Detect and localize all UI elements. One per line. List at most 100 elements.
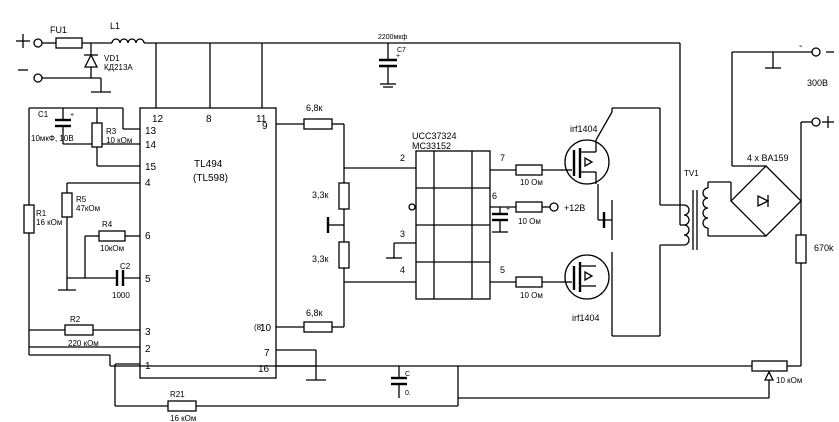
plus-terminal[interactable] bbox=[33, 38, 43, 48]
r5-value: 47кОм bbox=[76, 204, 100, 213]
resistor-r3 bbox=[91, 122, 103, 148]
bridge-label: 4 x BA159 bbox=[747, 153, 789, 163]
c7-plus: + bbox=[396, 53, 400, 60]
resistor-r5 bbox=[61, 192, 73, 218]
resistor-gate-bottom bbox=[515, 276, 543, 288]
c2-ref: C2 bbox=[120, 262, 131, 271]
pin-9: 9 bbox=[262, 121, 268, 132]
output-section: - 300В 670k bbox=[731, 41, 834, 367]
input-section: FU1 L1 VD1 КД213А bbox=[16, 21, 680, 93]
supply-12v-label: +12В bbox=[564, 203, 585, 213]
resistor-12v bbox=[515, 201, 543, 213]
pin-15: 15 bbox=[145, 162, 157, 173]
r68k-bottom-value: 6,8к bbox=[306, 308, 323, 318]
ic-note: (8) bbox=[254, 323, 264, 332]
gate-bottom-value: 10 Ом bbox=[520, 291, 543, 300]
capacitor-c7: + 2200мкф C7 bbox=[378, 34, 407, 88]
r4-ref: R4 bbox=[102, 220, 113, 229]
driver-name: UCC37324 bbox=[412, 131, 457, 141]
driver-pin-6: 6 bbox=[492, 191, 497, 201]
c2-value: 1000 bbox=[112, 291, 130, 300]
r1-ref: R1 bbox=[36, 209, 47, 218]
pin-4: 4 bbox=[145, 178, 151, 189]
mosfet-bottom: irf1404 bbox=[560, 254, 610, 323]
r2-value: 220 кОм bbox=[68, 339, 99, 348]
r21-value: 16 кОм bbox=[170, 414, 196, 422]
cap-c-value: 0. bbox=[405, 390, 411, 397]
output-voltage: 300В bbox=[807, 78, 828, 88]
cap12-value: 10 Ом bbox=[518, 217, 541, 226]
minus-terminal[interactable] bbox=[33, 73, 43, 83]
pin-13: 13 bbox=[145, 126, 157, 137]
resistor-r1 bbox=[23, 204, 35, 234]
mosfet-top-label: irf1404 bbox=[570, 124, 598, 134]
r68k-top-value: 6,8к bbox=[306, 103, 323, 113]
tl494-ic: TL494 (TL598) (8) 12 8 11 13 14 15 4 6 5… bbox=[139, 107, 277, 379]
r21-ref: R21 bbox=[170, 390, 185, 399]
resistor-r2 bbox=[64, 324, 94, 336]
left-network: + C1 10мкФ, 10В R3 10 кОм R5 47кОм R4 10… bbox=[23, 107, 140, 348]
gate-top-value: 10 Ом bbox=[520, 178, 543, 187]
r33k-bottom-value: 3,3к bbox=[312, 254, 329, 264]
fuse-fu1 bbox=[55, 37, 83, 49]
driver-pin-2: 2 bbox=[400, 153, 405, 163]
out-minus-sign: - bbox=[799, 41, 802, 52]
r3-value: 10 кОм bbox=[106, 136, 132, 145]
ic-name: TL494 bbox=[194, 159, 223, 170]
mosfet-bottom-label: irf1404 bbox=[572, 313, 600, 323]
terminal-12v[interactable] bbox=[549, 202, 559, 212]
resistor-gate-top bbox=[515, 164, 543, 176]
mosfet-top: irf1404 bbox=[560, 108, 613, 185]
r3-ref: R3 bbox=[106, 127, 117, 136]
output-plus-terminal[interactable] bbox=[811, 117, 821, 127]
resistor-6k8-bottom bbox=[303, 321, 333, 333]
resistor-670k bbox=[795, 234, 807, 264]
pin-16: 16 bbox=[258, 364, 270, 375]
pin-6: 6 bbox=[145, 231, 151, 242]
pin-12: 12 bbox=[152, 114, 164, 125]
c1-value: 10мкФ, 10В bbox=[31, 134, 74, 143]
r1-value: 16 кОм bbox=[36, 218, 62, 227]
diode-vd1 bbox=[83, 53, 99, 68]
driver-pin-7: 7 bbox=[500, 153, 505, 163]
resistor-r4 bbox=[98, 230, 126, 242]
divider-network: 6,8к 3,3к 3,3к 6,8к bbox=[276, 103, 416, 333]
cap-c-ref: C bbox=[405, 371, 410, 378]
pot-value: 10 кОм bbox=[776, 376, 802, 385]
c1-ref: C1 bbox=[38, 110, 49, 119]
cap12-plus: + bbox=[506, 206, 510, 213]
gate-drive: 10 Ом 10 Ом +12В + 10 Ом bbox=[490, 164, 585, 300]
driver-alt: MC33152 bbox=[412, 141, 451, 151]
driver-pin-4: 4 bbox=[400, 265, 405, 275]
r2-ref: R2 bbox=[70, 315, 81, 324]
r33k-top-value: 3,3к bbox=[312, 190, 329, 200]
ic-alt: (TL598) bbox=[193, 173, 228, 184]
driver-ic: UCC37324 MC33152 2 3 4 7 6 5 bbox=[386, 131, 505, 300]
resistor-3k3-top bbox=[338, 182, 350, 210]
pin-14: 14 bbox=[145, 140, 157, 151]
fuse-label: FU1 bbox=[50, 25, 67, 35]
c7-ref: C7 bbox=[397, 47, 406, 54]
resistor-3k3-bottom bbox=[338, 241, 350, 269]
c7-value: 2200мкф bbox=[378, 34, 407, 41]
pin-10: 10 bbox=[260, 323, 272, 334]
resistor-6k8-top bbox=[303, 118, 333, 130]
pin-8: 8 bbox=[206, 114, 212, 125]
r670k-value: 670k bbox=[814, 243, 834, 253]
pin-5: 5 bbox=[145, 274, 151, 285]
driver-pin-5: 5 bbox=[500, 265, 505, 275]
pin-7: 7 bbox=[264, 348, 270, 359]
inductor-l1 bbox=[111, 38, 145, 44]
c1-plus: + bbox=[70, 112, 74, 119]
pin-11: 11 bbox=[256, 114, 267, 125]
transformer-label: TV1 bbox=[684, 169, 699, 178]
inductor-label: L1 bbox=[110, 21, 120, 31]
r4-value: 10кОм bbox=[100, 244, 124, 253]
potentiometer-10k[interactable] bbox=[751, 360, 788, 372]
output-minus-terminal[interactable] bbox=[811, 47, 821, 57]
pin-3: 3 bbox=[145, 327, 151, 338]
diode-part: КД213А bbox=[104, 63, 133, 72]
driver-pin-3: 3 bbox=[400, 229, 405, 239]
resistor-r21 bbox=[167, 400, 197, 412]
